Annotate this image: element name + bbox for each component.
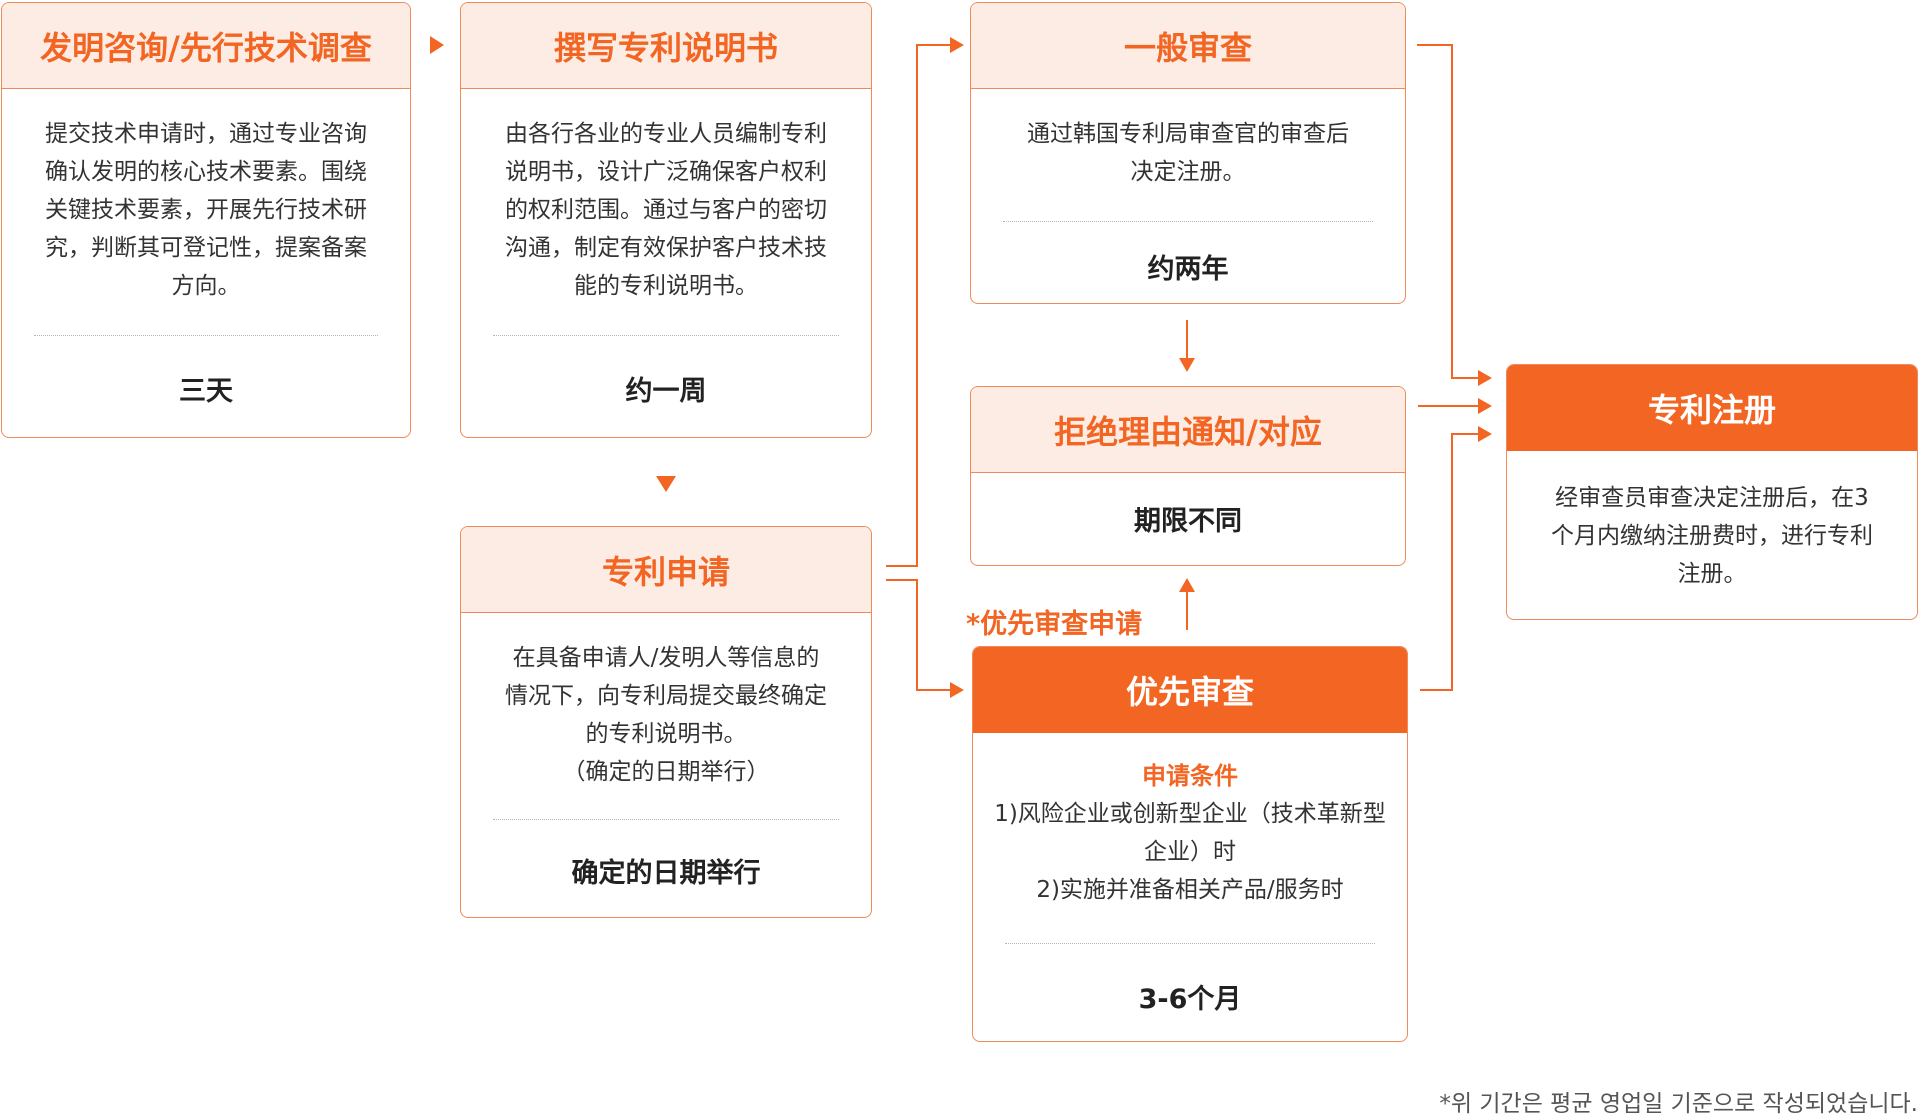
description-line: 能的专利说明书。: [574, 273, 758, 299]
step-title: 发明咨询/先行技术调查: [2, 3, 410, 89]
condition-line: 2)实施并准备相关产品/服务时: [1036, 877, 1344, 903]
divider: [493, 335, 839, 336]
description-line: 决定注册。: [1130, 159, 1246, 185]
step-title: 优先审查: [973, 647, 1407, 733]
condition-line: 1)风险企业或创新型企业（技术革新型: [994, 801, 1386, 827]
priority-request-note: *优先审查申请: [966, 609, 1143, 640]
description-line: 的专利说明书。: [585, 721, 747, 747]
step-duration: 约两年: [1147, 254, 1229, 285]
arrowhead-reg-1: [1478, 370, 1492, 386]
step-title: 一般审查: [971, 3, 1405, 89]
step-card-spec-writing: 撰写专利说明书 由各行各业的专业人员编制专利 说明书，设计广泛确保客户权利 的权…: [460, 2, 872, 438]
description-line: 关键技术要素，开展先行技术研: [45, 197, 367, 223]
step-card-general-exam: 一般审查 通过韩国专利局审查官的审查后 决定注册。 约两年: [970, 2, 1406, 304]
line-general-to-registration: [1417, 44, 1478, 379]
line-application-to-priority: [886, 579, 950, 691]
step-title: 专利注册: [1507, 365, 1917, 451]
description-line: （确定的日期举行）: [562, 759, 770, 785]
step-title: 撰写专利说明书: [461, 3, 871, 89]
arrowhead-rejection-from-general: [1179, 358, 1195, 372]
step-card-rejection-notice: 拒绝理由通知/对应 期限不同: [970, 386, 1406, 566]
step-description: 提交技术申请时，通过专业咨询 确认发明的核心技术要素。围绕 关键技术要素，开展先…: [30, 115, 382, 305]
condition-line: 企业）时: [1144, 839, 1236, 865]
arrowhead-priority: [950, 682, 964, 698]
description-line: 确认发明的核心技术要素。围绕: [45, 159, 367, 185]
description-line: 沟通，制定有效保护客户技术技: [505, 235, 827, 261]
step-title: 拒绝理由通知/对应: [971, 387, 1405, 473]
description-line: 提交技术申请时，通过专业咨询: [45, 121, 367, 147]
arrowhead-general: [950, 37, 964, 53]
description-line: 个月内缴纳注册费时，进行专利: [1551, 523, 1873, 549]
arrowhead-reg-2: [1478, 398, 1492, 414]
divider: [1005, 943, 1375, 944]
divider: [1003, 221, 1373, 222]
description-line: 在具备申请人/发明人等信息的: [512, 645, 820, 671]
divider: [493, 819, 839, 820]
description-line: 经审查员审查决定注册后，在3: [1555, 485, 1869, 511]
arrowhead-reg-3: [1478, 426, 1492, 442]
step-description: 在具备申请人/发明人等信息的 情况下，向专利局提交最终确定 的专利说明书。 （确…: [489, 639, 843, 791]
step-duration: 三天: [179, 376, 233, 407]
arrow-step1-to-step2: [430, 36, 444, 54]
step-duration: 确定的日期举行: [571, 858, 761, 889]
step-card-registration: 专利注册 经审查员审查决定注册后，在3 个月内缴纳注册费时，进行专利 注册。: [1506, 364, 1918, 620]
arrowhead-rejection-from-priority: [1179, 578, 1195, 592]
line-priority-to-registration: [1420, 433, 1478, 691]
description-line: 情况下，向专利局提交最终确定: [505, 683, 827, 709]
step-description: 由各行各业的专业人员编制专利 说明书，设计广泛确保客户权利 的权利范围。通过与客…: [489, 115, 843, 305]
step-description: 通过韩国专利局审查官的审查后 决定注册。: [999, 115, 1377, 191]
description-line: 说明书，设计广泛确保客户权利: [505, 159, 827, 185]
divider: [34, 335, 378, 336]
step-title: 专利申请: [461, 527, 871, 613]
footnote: *위 기간은 평균 영업일 기준으로 작성되었습니다.: [1439, 1091, 1918, 1117]
description-line: 究，判断其可登记性，提案备案: [45, 235, 367, 261]
description-line: 通过韩国专利局审查官的审查后: [1027, 121, 1349, 147]
step-conditions: 申请条件 1)风险企业或创新型企业（技术革新型 企业）时 2)实施并准备相关产品…: [987, 757, 1393, 909]
step-card-invention-consult: 发明咨询/先行技术调查 提交技术申请时，通过专业咨询 确认发明的核心技术要素。围…: [1, 2, 411, 438]
conditions-title: 申请条件: [1142, 762, 1238, 790]
line-application-to-general: [886, 44, 950, 567]
description-line: 的权利范围。通过与客户的密切: [505, 197, 827, 223]
step-duration: 期限不同: [1134, 506, 1242, 537]
arrow-step2-to-step3: [656, 476, 676, 492]
description-line: 方向。: [171, 273, 241, 299]
step-description: 经审查员审查决定注册后，在3 个月内缴纳注册费时，进行专利 注册。: [1535, 479, 1889, 593]
step-duration: 3-6个月: [1138, 984, 1242, 1015]
step-card-patent-application: 专利申请 在具备申请人/发明人等信息的 情况下，向专利局提交最终确定 的专利说明…: [460, 526, 872, 918]
description-line: 注册。: [1677, 561, 1747, 587]
step-duration: 约一周: [625, 376, 707, 407]
step-card-priority-exam: 优先审查 申请条件 1)风险企业或创新型企业（技术革新型 企业）时 2)实施并准…: [972, 646, 1408, 1042]
description-line: 由各行各业的专业人员编制专利: [505, 121, 827, 147]
